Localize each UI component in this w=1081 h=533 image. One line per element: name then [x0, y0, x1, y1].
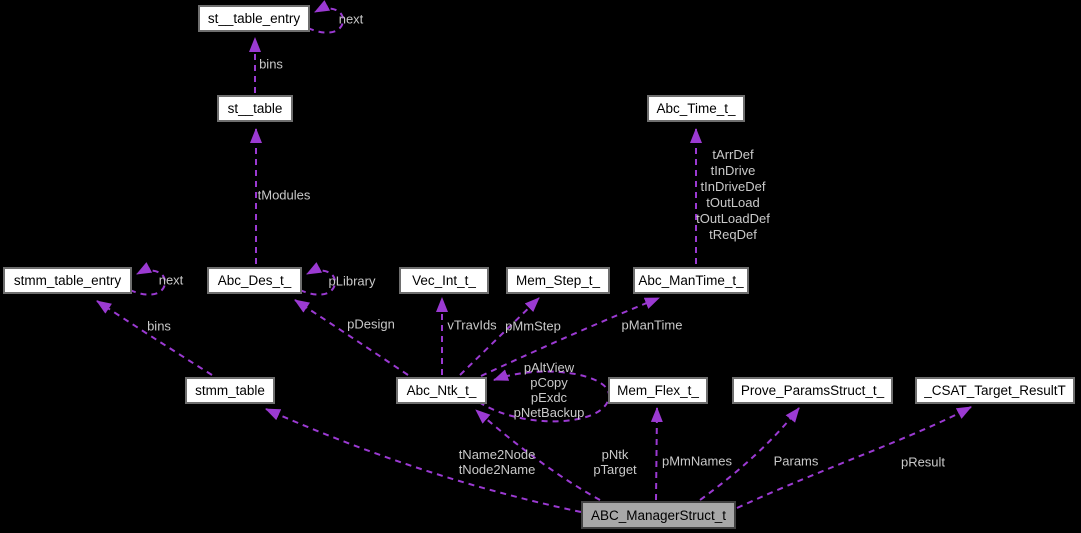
- edge-label-bins-stmm: bins: [147, 318, 171, 334]
- edge-next-st-loop: [307, 0, 345, 34]
- edge-label-ntk-self: pAltView pCopy pExdc pNetBackup: [513, 360, 585, 420]
- edge-pmmstep: [459, 297, 540, 376]
- node-vec-int-t[interactable]: Vec_Int_t_: [399, 267, 489, 294]
- edge-next-stmm-loop: [129, 262, 167, 296]
- node-mem-step-t[interactable]: Mem_Step_t_: [506, 267, 610, 294]
- edge-params: [699, 407, 800, 501]
- edge-label-time-fields: tArrDef tInDrive tInDriveDef tOutLoad tO…: [696, 147, 770, 242]
- edge-label-vtravids: vTravIds: [447, 317, 497, 333]
- node-abc-time-t[interactable]: Abc_Time_t_: [647, 95, 745, 122]
- edge-label-next-st: next: [338, 11, 364, 27]
- edge-label-name2node: tName2Node tNode2Name: [458, 447, 536, 477]
- edge-label-pdesign: pDesign: [347, 316, 395, 332]
- node-abc-des-t[interactable]: Abc_Des_t_: [207, 267, 302, 294]
- edge-pntk: [475, 409, 601, 501]
- edge-presult: [736, 406, 972, 509]
- node-abc-mantime-t[interactable]: Abc_ManTime_t_: [633, 267, 749, 294]
- edge-label-pntk: pNtk pTarget: [593, 447, 637, 477]
- edge-label-pmantime: pManTime: [621, 317, 683, 333]
- edge-ntk-self-loop: [478, 369, 611, 423]
- node-stmm-table[interactable]: stmm_table: [185, 377, 275, 404]
- edge-label-params: Params: [773, 453, 819, 469]
- edge-label-pmmstep: pMmStep: [505, 318, 561, 334]
- edge-tname2node: [265, 408, 582, 513]
- edge-plibrary-loop: [299, 262, 337, 296]
- node-abc-ntk-t[interactable]: Abc_Ntk_t_: [396, 377, 487, 404]
- edge-label-pmmnames: pMmNames: [661, 453, 733, 469]
- node-csat-target-resultt[interactable]: _CSAT_Target_ResultT: [915, 377, 1075, 404]
- node-st-table[interactable]: st__table: [217, 95, 293, 122]
- node-abc-managerstruct-t: ABC_ManagerStruct_t: [581, 501, 736, 529]
- edge-pmmnames: [650, 407, 663, 501]
- edge-bins-stmm: [96, 300, 213, 376]
- edge-pdesign: [294, 299, 409, 376]
- edge-label-bins-st: bins: [259, 56, 283, 72]
- edge-label-plibrary: pLibrary: [328, 273, 376, 289]
- node-stmm-table-entry[interactable]: stmm_table_entry: [3, 267, 132, 294]
- node-st-table-entry[interactable]: st__table_entry: [198, 5, 310, 32]
- node-prove-paramsstruct-t[interactable]: Prove_ParamsStruct_t_: [732, 377, 893, 404]
- edge-label-next-stmm: next: [158, 272, 184, 288]
- edge-label-tmodules: tModules: [257, 187, 311, 203]
- node-mem-flex-t[interactable]: Mem_Flex_t_: [608, 377, 708, 404]
- edge-label-presult: pResult: [900, 454, 946, 470]
- edge-pmantime: [480, 297, 660, 377]
